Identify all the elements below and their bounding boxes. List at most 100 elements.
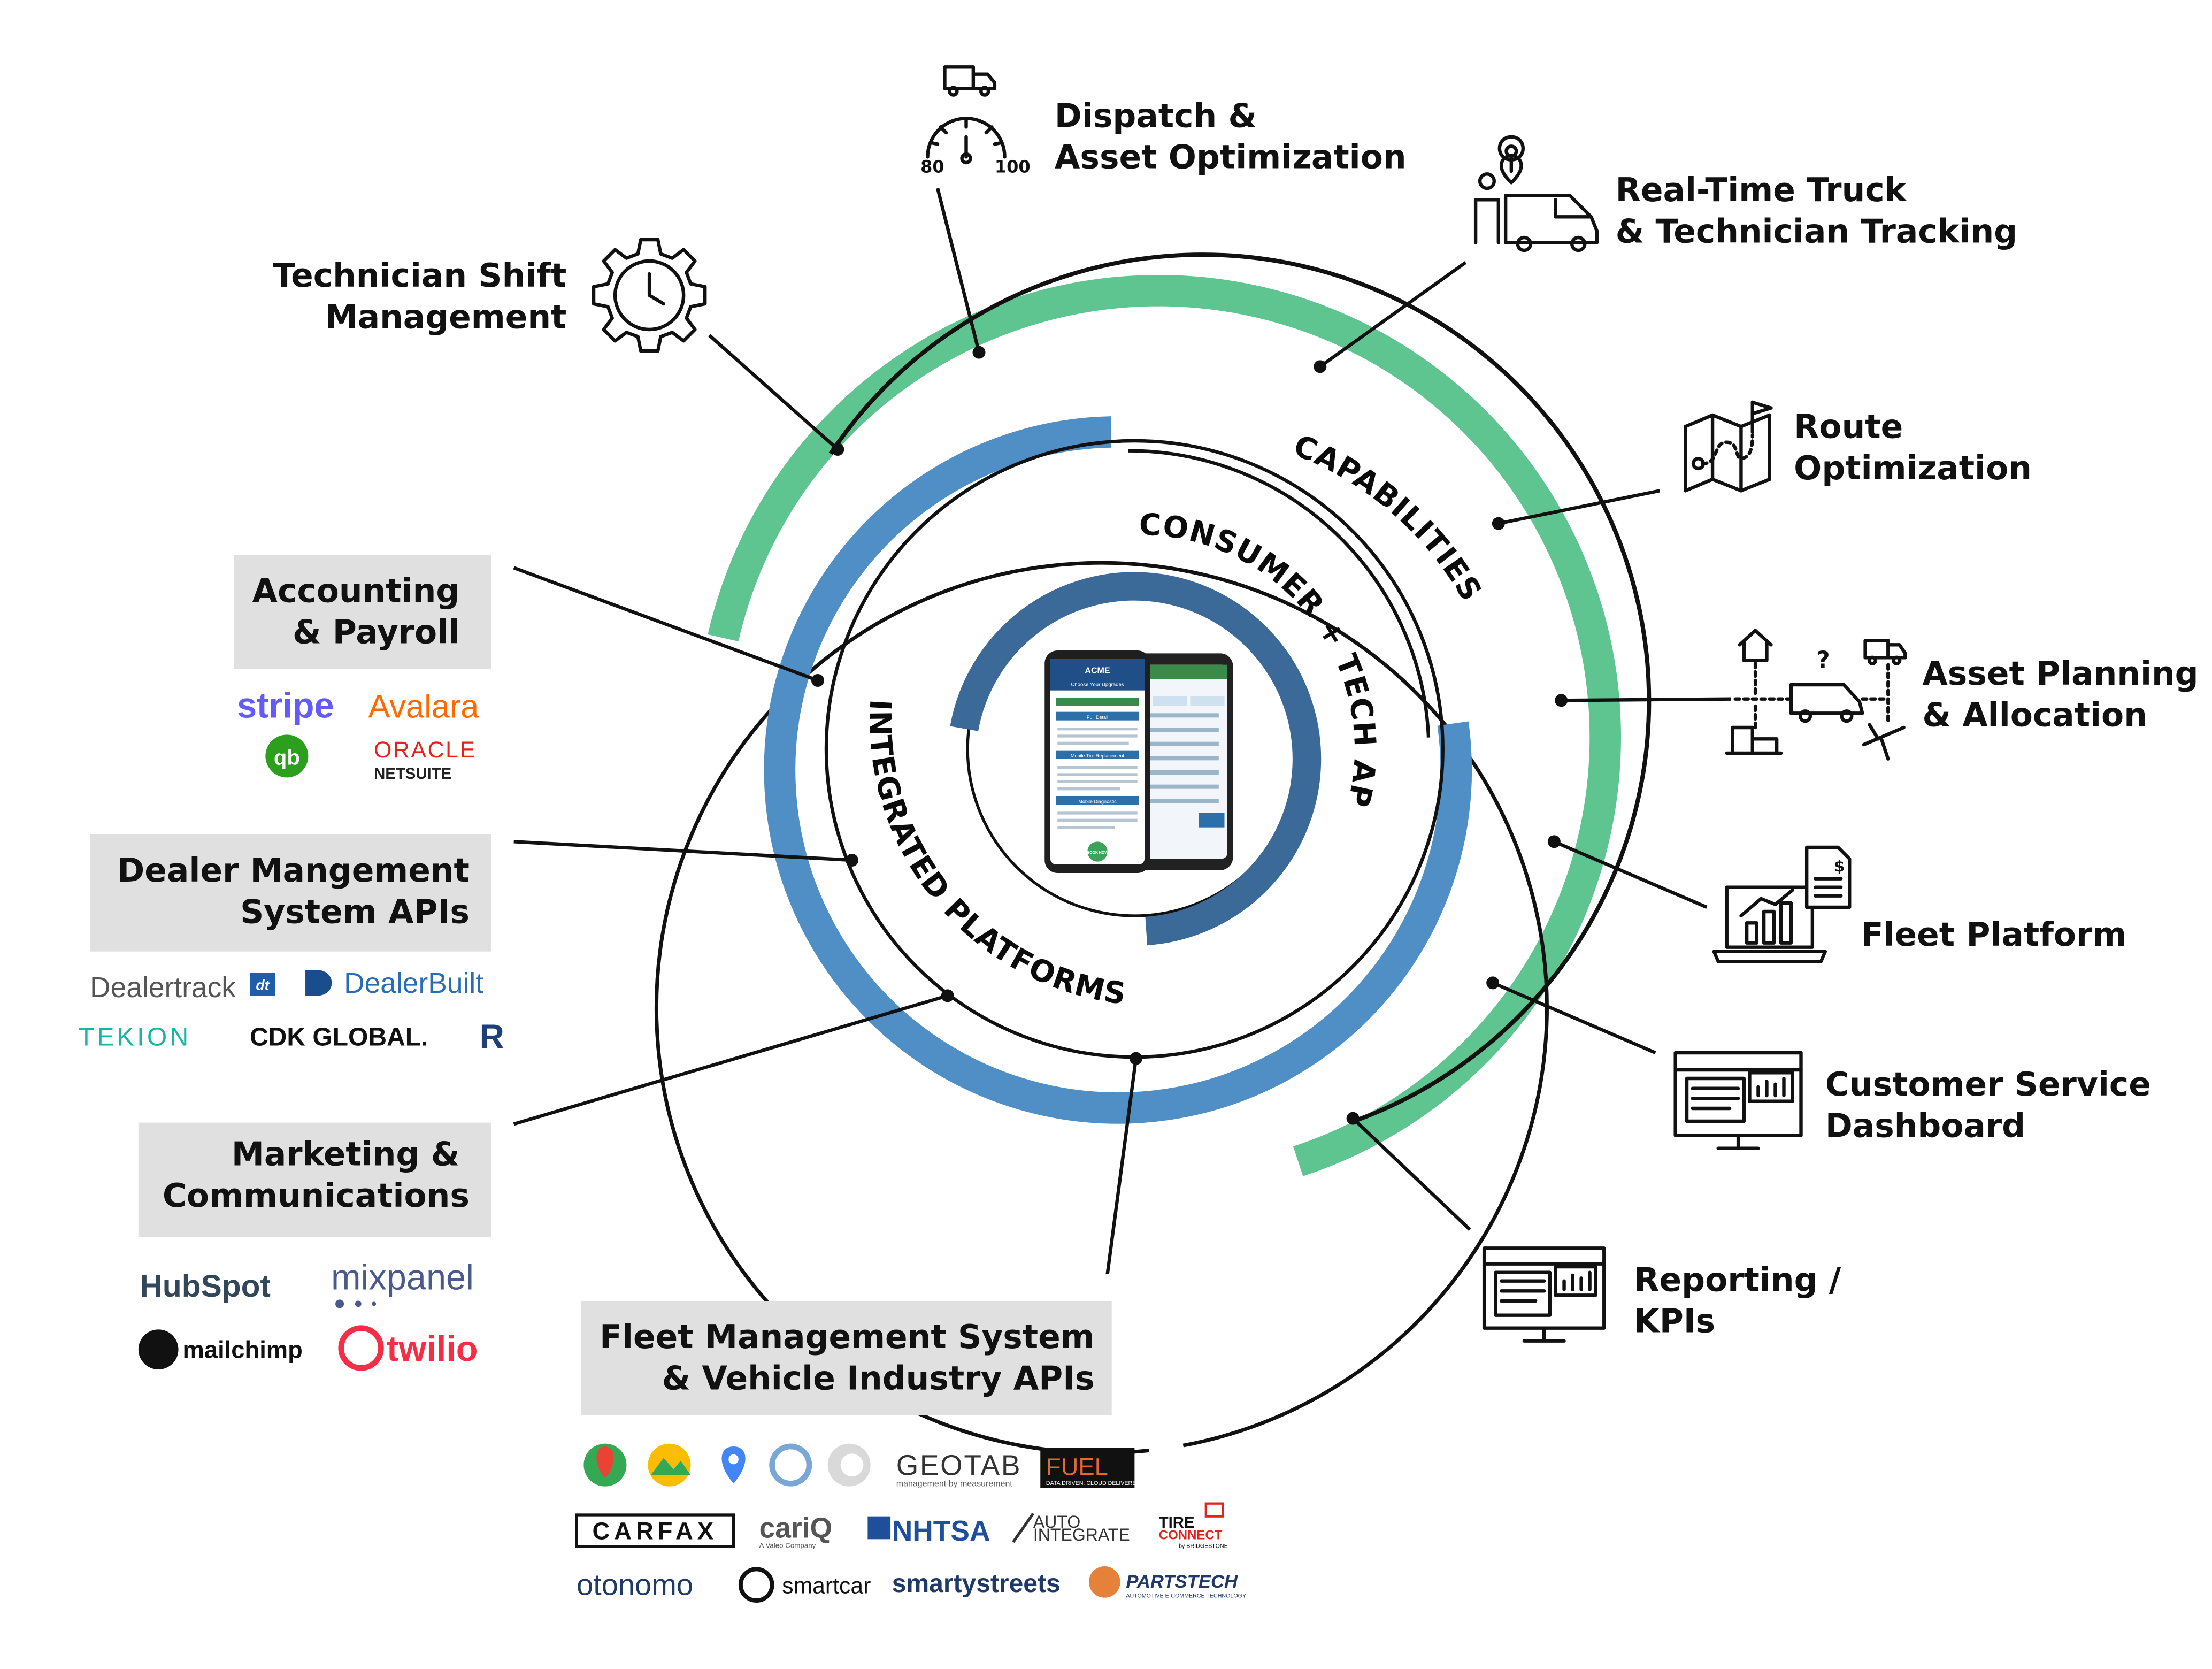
logo-carfax-box xyxy=(575,1513,735,1548)
logo-smartcar-wheel xyxy=(738,1567,774,1603)
logo-cdk-global: CDK GLOBAL. xyxy=(250,1023,428,1052)
phone-row-1: Full Detail xyxy=(1087,715,1108,720)
logo-fuel-tagline: DATA DRIVEN. CLOUD DELIVERED. xyxy=(1046,1480,1142,1487)
logo-twilio-mark xyxy=(338,1325,384,1371)
cap-customer-service-line2: Dashboard xyxy=(1825,1107,2025,1145)
logo-dealertrack-mark xyxy=(249,973,275,996)
logo-partstech-tagline: AUTOMOTIVE E-COMMERCE TECHNOLOGY xyxy=(1126,1593,1246,1599)
logo-smartystreets: smartystreets xyxy=(892,1570,1061,1598)
cap-fleet-platform: Fleet Platform xyxy=(1861,916,2127,954)
logo-dealertrack: Dealertrack xyxy=(90,972,236,1004)
logo-nhtsa: NHTSA xyxy=(892,1515,990,1547)
cap-reporting-line1: Reporting / xyxy=(1634,1261,1841,1299)
logo-geotab: GEOTAB xyxy=(896,1450,1021,1481)
logo-tekion: TEKION xyxy=(79,1023,191,1052)
logo-quickbooks-text: qb xyxy=(274,746,300,769)
middle-ring-blue xyxy=(764,416,1472,1124)
logo-netsuite: NETSUITE xyxy=(374,765,451,783)
platform-accounting-line1: Accounting xyxy=(252,572,459,610)
logo-dealerbuilt: DealerBuilt xyxy=(344,968,483,999)
cap-route-line2: Optimization xyxy=(1794,449,2032,487)
logo-google-maps-icons xyxy=(583,1443,871,1487)
platform-box-accounting xyxy=(234,555,491,669)
cap-asset-line1: Asset Planning xyxy=(1922,655,2198,693)
logo-mixpanel: mixpanel xyxy=(331,1258,474,1298)
phone-screen-title: Choose Your Upgrades xyxy=(1071,682,1124,688)
phone-mockup-app: ACME Choose Your Upgrades Full Detail Mo… xyxy=(1044,650,1233,874)
platform-accounting-line2: & Payroll xyxy=(293,614,459,652)
cap-asset-line2: & Allocation xyxy=(1922,696,2147,734)
logo-quickbooks xyxy=(265,734,309,778)
logo-partstech-mark xyxy=(1088,1566,1120,1598)
outer-ring-green xyxy=(708,275,1621,1176)
speedometer-min-label: 80 xyxy=(920,157,944,177)
logo-avalara: Avalara xyxy=(368,688,479,725)
phone-brand: ACME xyxy=(1085,667,1110,676)
logo-twilio: twilio xyxy=(387,1329,478,1369)
logo-fuel: FUEL xyxy=(1046,1453,1108,1480)
inner-ring-line xyxy=(1128,449,1431,738)
cap-shift-line2: Management xyxy=(325,298,567,336)
platform-fleet-line2: & Vehicle Industry APIs xyxy=(662,1359,1094,1397)
cap-tracking-line1: Real-Time Truck xyxy=(1616,171,1907,209)
inner-ring-darkblue xyxy=(950,572,1322,946)
phone-book-button: BOOK NOW xyxy=(1087,851,1108,855)
logo-stripe: stripe xyxy=(237,686,334,725)
logo-hubspot: HubSpot xyxy=(140,1269,271,1304)
platform-fleet-line1: Fleet Management System xyxy=(600,1318,1095,1356)
logo-geotab-tagline: management by measurement xyxy=(896,1480,1013,1489)
logo-tireconnect-1: TIRE xyxy=(1159,1514,1195,1532)
logo-autointegrate-1: AUTO xyxy=(1033,1512,1080,1532)
logo-autointegrate-2: INTEGRATE xyxy=(1033,1525,1130,1544)
logo-autointegrate-mark xyxy=(1012,1512,1035,1543)
logo-cariq-tagline: A Valeo Company xyxy=(759,1541,816,1549)
logo-reynolds: R xyxy=(480,1017,504,1056)
connector-dots xyxy=(811,346,1568,1125)
platform-box-fleet-apis xyxy=(581,1301,1112,1415)
platform-box-marketing xyxy=(138,1122,491,1237)
capabilities-outer-line-left xyxy=(654,561,1549,1455)
outer-ring-line xyxy=(654,252,1652,1455)
svg-text:?: ? xyxy=(1817,647,1830,673)
platform-dms-line2: System APIs xyxy=(240,893,470,931)
cap-route-line1: Route xyxy=(1794,408,1903,446)
cap-reporting-line2: KPIs xyxy=(1634,1303,1715,1341)
logo-tireconnect-cart xyxy=(1204,1502,1224,1518)
logo-dealerbuilt-mark xyxy=(305,970,332,996)
logo-cariq: cariQ xyxy=(759,1513,832,1544)
platform-dms-line1: Dealer Mangement xyxy=(117,852,470,890)
technician-van-location-icon xyxy=(1473,135,1599,252)
platform-box-dms xyxy=(90,834,491,952)
speedometer-max-label: 100 xyxy=(995,157,1031,177)
logo-dealertrack-mark-text: dt xyxy=(256,977,270,993)
report-monitor-icon xyxy=(1482,1246,1606,1343)
logo-nhtsa-flag xyxy=(867,1516,891,1540)
logo-otonomo: otonomo xyxy=(577,1567,693,1601)
cap-tracking-line2: & Technician Tracking xyxy=(1616,212,2017,250)
logo-mailchimp-mark xyxy=(138,1329,179,1370)
phone-row-3: Mobile Diagnostic xyxy=(1078,799,1117,804)
logo-carfax: CARFAX xyxy=(593,1517,718,1544)
platform-marketing-line2: Communications xyxy=(163,1177,470,1215)
cap-customer-service-line1: Customer Service xyxy=(1825,1066,2151,1104)
gear-clock-icon xyxy=(592,238,707,353)
dashboard-monitor-icon xyxy=(1673,1051,1803,1150)
logo-tireconnect-3: by BRIDGESTONE xyxy=(1179,1543,1228,1549)
cap-dispatch-line1: Dispatch & xyxy=(1055,97,1257,135)
platform-marketing-line1: Marketing & xyxy=(232,1136,459,1174)
logo-mixpanel-dots xyxy=(335,1299,377,1308)
speedometer-truck-icon xyxy=(926,65,1007,165)
logo-tireconnect-2: CONNECT xyxy=(1159,1528,1223,1542)
dollar-sign: $ xyxy=(1834,857,1845,875)
logo-partstech: PARTSTECH xyxy=(1126,1572,1238,1592)
connector-lines xyxy=(513,188,1731,1274)
asset-network-icon: ? xyxy=(1725,629,1907,761)
route-map-icon xyxy=(1684,400,1773,493)
laptop-chart-icon xyxy=(1712,845,1852,963)
logo-smartcar: smartcar xyxy=(782,1573,871,1599)
cap-dispatch-line2: Asset Optimization xyxy=(1055,139,1407,177)
phone-row-2: Mobile Tire Replacement xyxy=(1071,753,1125,759)
logo-oracle: ORACLE xyxy=(374,737,477,763)
cap-shift-line1: Technician Shift xyxy=(273,257,566,295)
logo-fuel-bg xyxy=(1040,1448,1135,1488)
